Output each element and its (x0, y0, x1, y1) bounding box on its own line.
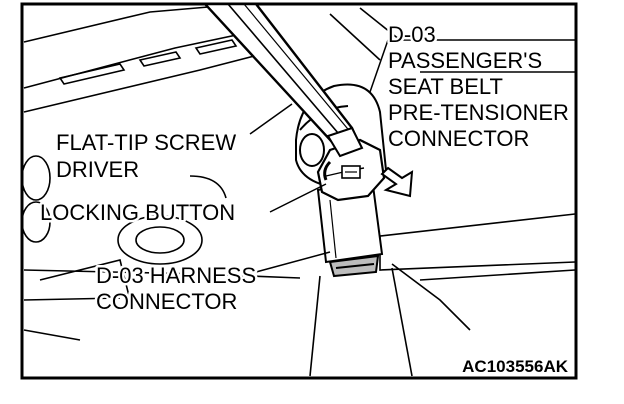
leader-lines (249, 39, 389, 273)
release-direction-arrow (380, 166, 414, 198)
label-passenger-connector: D-03 PASSENGER'S SEAT BELT PRE-TENSIONER… (388, 22, 575, 151)
label-harness-connector: D-03 HARNESS CONNECTOR (96, 263, 262, 314)
label-screwdriver: FLAT-TIP SCREW DRIVER (56, 130, 242, 182)
leader-locking-button (269, 183, 327, 213)
label-locking-button: LOCKING BUTTON (40, 200, 235, 225)
leader-harness-connector (255, 251, 331, 273)
flat-tip-screwdriver (202, 2, 364, 158)
leader-screwdriver (249, 103, 293, 135)
figure-code: AC103556AK (462, 357, 569, 376)
leader-passenger-connector (369, 39, 389, 93)
